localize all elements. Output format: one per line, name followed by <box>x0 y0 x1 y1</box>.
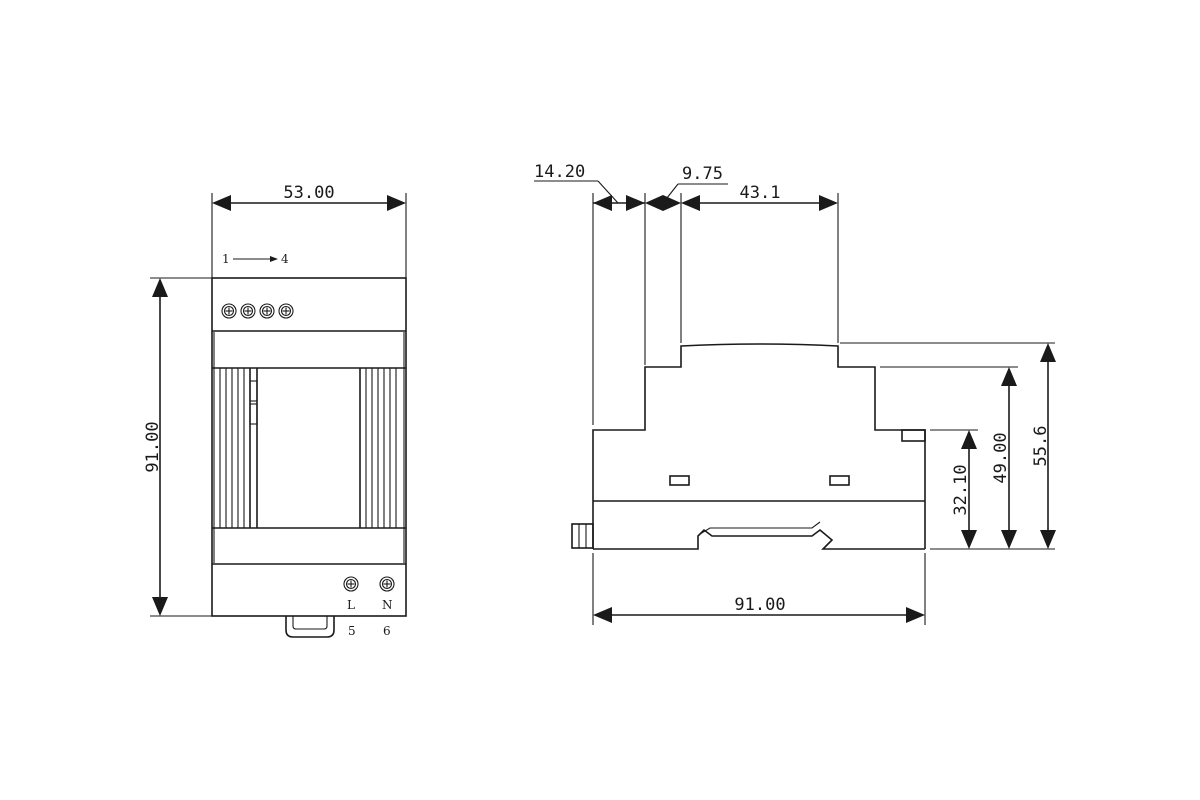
side-connector <box>571 523 594 549</box>
side-view: 14.20 9.75 43.1 91.00 <box>534 162 1056 625</box>
front-height-dimension: 91.00 <box>143 277 212 617</box>
dim-43-1: 43.1 <box>681 183 838 211</box>
dim-49-00-label: 49.00 <box>991 432 1011 483</box>
side-slot <box>829 475 850 486</box>
front-view: 1 4 L N 5 6 53.00 91.00 <box>143 183 407 638</box>
front-body-outline <box>211 277 407 617</box>
screw-terminal-icon <box>343 576 359 592</box>
din-clip <box>285 616 335 638</box>
din-clip-inner <box>292 616 328 630</box>
dim-9-75-label: 9.75 <box>682 164 723 184</box>
dim-9-75: 9.75 <box>645 164 728 211</box>
left-vent-ribs <box>219 368 258 528</box>
terminal-number-6: 6 <box>383 624 391 638</box>
screw-terminal-icon <box>240 303 256 319</box>
screw-terminal-icon <box>221 303 237 319</box>
dim-32-10: 32.10 <box>951 430 977 549</box>
front-height-label: 91.00 <box>143 421 163 472</box>
bottom-screw-terminals <box>343 576 395 592</box>
screw-terminal-icon <box>259 303 275 319</box>
dim-43-1-label: 43.1 <box>740 183 781 203</box>
front-width-dimension: 53.00 <box>211 183 407 278</box>
din-rail-groove-inner <box>699 521 821 535</box>
dim-55-6: 55.6 <box>1031 343 1056 549</box>
terminal-number-5: 5 <box>348 624 356 638</box>
side-tab <box>901 429 926 442</box>
screw-terminal-icon <box>278 303 294 319</box>
terminal-range-arrowhead <box>270 256 278 262</box>
front-width-label: 53.00 <box>283 183 334 203</box>
terminal-range-start-label: 1 <box>222 252 230 266</box>
dim-32-10-label: 32.10 <box>951 464 971 515</box>
terminal-N-label: N <box>382 598 393 612</box>
din-rail-groove <box>593 528 925 550</box>
dim-14-20-label: 14.20 <box>534 162 585 182</box>
dim-91-00-side-label: 91.00 <box>734 595 785 615</box>
terminal-L-label: L <box>347 598 355 612</box>
terminal-range-end-label: 4 <box>281 252 289 266</box>
side-slot <box>669 475 690 486</box>
dim-55-6-label: 55.6 <box>1031 426 1051 467</box>
side-profile-outline <box>592 343 926 549</box>
screw-terminal-icon <box>379 576 395 592</box>
dim-91-00-side: 91.00 <box>592 553 926 625</box>
top-screw-terminals <box>221 303 294 319</box>
right-vent-ribs <box>359 368 397 528</box>
dim-14-20: 14.20 <box>534 162 645 211</box>
dim-49-00: 49.00 <box>991 367 1017 549</box>
